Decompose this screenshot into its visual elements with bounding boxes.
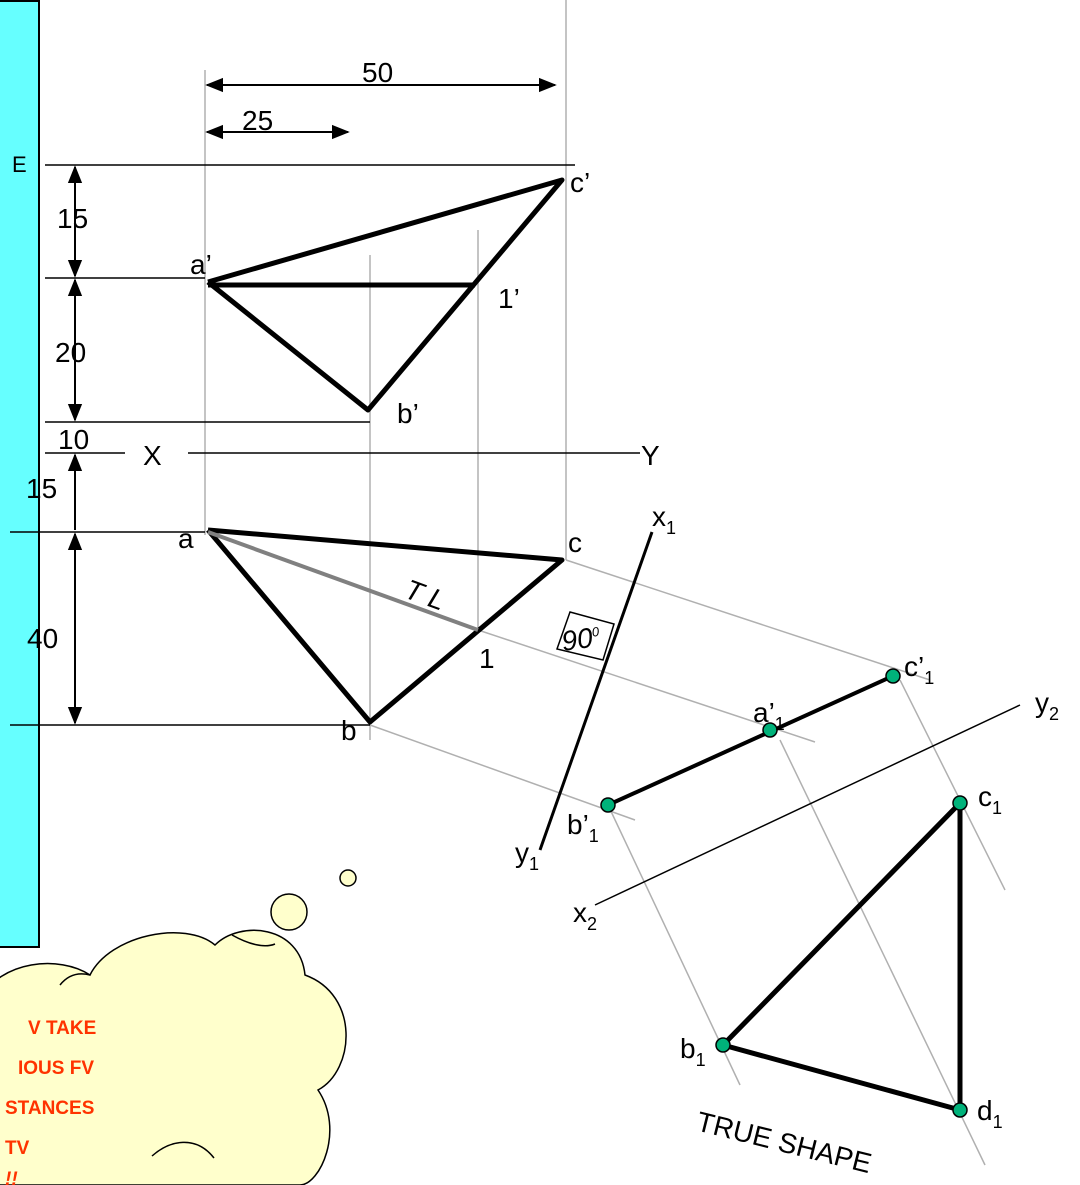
point-b1	[715, 1037, 731, 1053]
dim-40: 40	[27, 623, 58, 654]
dim-50: 50	[362, 57, 393, 88]
label-b-prime: b’	[397, 398, 419, 429]
right-angle-box	[556, 611, 615, 661]
label-c1: c1	[978, 781, 1002, 818]
dim-25: 25	[242, 105, 273, 136]
point-d1	[952, 1102, 968, 1118]
label-x2: x2	[573, 897, 597, 934]
label-x: X	[143, 440, 162, 471]
true-shape-label: TRUE SHAPE	[694, 1106, 875, 1179]
aux-points	[600, 668, 968, 1118]
note-line-5: !!	[5, 1169, 18, 1185]
label-b1-prime: b’1	[567, 809, 599, 846]
point-c1-prime	[885, 668, 901, 684]
true-shape-triangle	[721, 800, 963, 1113]
label-angle: 900	[560, 621, 603, 657]
label-a: a	[178, 523, 194, 554]
note-line-3: STANCES	[5, 1098, 94, 1119]
top-view	[206, 527, 565, 725]
label-y: Y	[641, 440, 660, 471]
true-length-line	[207, 530, 479, 632]
dim-15-top: 15	[57, 203, 88, 234]
label-1-prime: 1’	[498, 283, 520, 314]
projector-lines	[204, 0, 1006, 1166]
note-line-4: TV	[5, 1138, 30, 1159]
label-d1: d1	[977, 1095, 1003, 1132]
label-c-prime: c’	[570, 167, 590, 198]
label-y2: y2	[1035, 687, 1059, 724]
front-view	[206, 177, 565, 413]
thought-cloud	[0, 869, 357, 1185]
x2y2-line	[594, 704, 1021, 906]
dim-20: 20	[55, 337, 86, 368]
point-a1-prime	[762, 722, 778, 738]
x1y1-line	[538, 531, 654, 851]
edge-view-line	[607, 674, 894, 807]
note-line-2: IOUS FV	[18, 1058, 94, 1079]
point-b1-prime	[600, 797, 616, 813]
side-panel: E	[0, 0, 40, 948]
panel-mark: E	[12, 152, 27, 177]
dim-15-mid: 15	[26, 473, 57, 504]
label-b1: b1	[680, 1033, 706, 1070]
label-tl: T L	[401, 574, 450, 617]
label-y1: y1	[515, 837, 539, 874]
label-1: 1	[479, 643, 495, 674]
label-c1-prime: c’1	[904, 651, 934, 688]
label-c: c	[568, 527, 582, 558]
note-line-1: V TAKE	[28, 1018, 96, 1039]
point-c1	[952, 795, 968, 811]
label-x1: x1	[652, 501, 676, 538]
reference-lines	[10, 164, 640, 726]
dim-10: 10	[58, 424, 89, 455]
label-a-prime: a’	[190, 249, 212, 280]
dimension-arrows	[67, 77, 557, 725]
label-a1-prime: a’1	[753, 697, 785, 734]
label-b: b	[341, 715, 357, 746]
